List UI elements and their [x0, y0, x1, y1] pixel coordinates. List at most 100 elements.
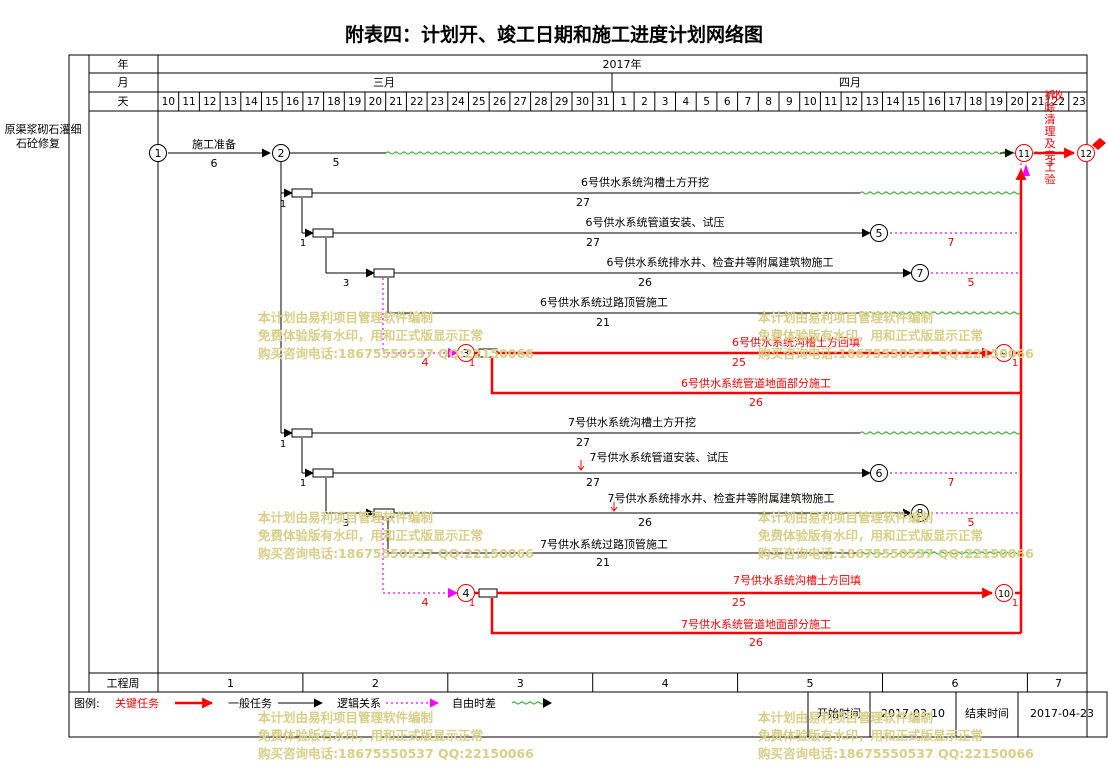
- task-name-7-jacking: 7号供水系统过路顶管施工: [540, 537, 668, 551]
- legend-free-float-wave: [511, 701, 545, 705]
- dep-label: 1: [280, 199, 286, 210]
- day-cell: 12: [203, 96, 216, 108]
- year-value: 2017年: [603, 57, 642, 71]
- day-cell: 14: [886, 96, 900, 108]
- watermark-text: 购买咨询电话:18675550537 QQ:22150066: [758, 746, 1034, 761]
- watermark-text: 免费体验版有水印，用和正式版显示正常: [258, 528, 483, 543]
- svg-text:8: 8: [917, 507, 924, 520]
- day-cell: 31: [596, 96, 609, 108]
- end-flag-icon: [1092, 138, 1106, 150]
- day-cell: 19: [348, 96, 361, 108]
- day-cell: 20: [1010, 96, 1023, 108]
- watermark-text: 本计划由易利项目管理软件编制: [258, 510, 433, 525]
- watermark-text: 购买咨询电话:18675550537 QQ:22150066: [758, 346, 1034, 361]
- day-cell: 23: [1072, 96, 1085, 108]
- critical-tasks: [467, 147, 1076, 635]
- start-value: 2017-03-10: [881, 707, 945, 720]
- dep-label: 3: [343, 518, 349, 529]
- svg-text:11: 11: [1018, 149, 1030, 160]
- duration-final: 3: [1047, 156, 1054, 169]
- day-cell: 18: [327, 96, 340, 108]
- day-cell: 11: [182, 96, 195, 108]
- dep-label: 1: [280, 439, 286, 450]
- slack-wave: [859, 311, 1021, 315]
- svg-text:理: 理: [1045, 125, 1056, 138]
- day-cell: 27: [514, 96, 527, 108]
- svg-text:3: 3: [463, 347, 470, 360]
- week-cell: 7: [1055, 677, 1062, 690]
- svg-text:除: 除: [1045, 100, 1056, 114]
- week-cell: 6: [951, 677, 958, 690]
- day-cell: 28: [534, 96, 547, 108]
- task-name-7-surface: 7号供水系统管道地面部分施工: [681, 617, 831, 631]
- day-cell: 18: [969, 96, 982, 108]
- day-cell: 2: [641, 96, 648, 108]
- year-label: 年: [118, 57, 129, 71]
- duration-6-jacking: 21: [596, 316, 610, 329]
- task-name-6-jacking: 6号供水系统过路顶管施工: [540, 295, 668, 309]
- watermark-text: 本计划由易利项目管理软件编制: [258, 710, 433, 725]
- end-value: 2017-04-23: [1030, 707, 1094, 720]
- node-8: 8: [911, 504, 929, 522]
- month-april: 四月: [839, 76, 861, 89]
- task-name-6-excavate: 6号供水系统沟槽土方开挖: [581, 175, 709, 189]
- day-cell: 14: [244, 96, 258, 108]
- day-cell: 20: [369, 96, 382, 108]
- day-cell: 9: [786, 96, 793, 108]
- slack-wave: [385, 151, 1075, 155]
- duration-7-excavate: 27: [576, 436, 590, 449]
- critical-arrow-6-surface: [490, 358, 1021, 395]
- watermark-text: 购买咨询电话:18675550537 QQ:22150066: [258, 546, 534, 561]
- day-cell: 23: [431, 96, 444, 108]
- slack-wave: [859, 191, 1021, 195]
- day-cell: 26: [493, 96, 507, 108]
- week-cell: 1: [227, 677, 234, 690]
- duration-7-backfill: 25: [732, 596, 746, 609]
- slack-lines: [385, 151, 1075, 555]
- day-cell: 22: [410, 96, 423, 108]
- dep-label: 3: [343, 278, 349, 289]
- dep-label: 1: [1012, 358, 1018, 369]
- day-cell: 7: [745, 96, 752, 108]
- legend-critical: 关键任务: [115, 696, 159, 710]
- duration-prep: 6: [211, 157, 218, 170]
- duration-7-jacking: 21: [596, 556, 610, 569]
- day-cell: 4: [683, 96, 690, 108]
- day-cell: 17: [307, 96, 320, 108]
- week-label: 工程周: [107, 677, 140, 690]
- watermark-text: 购买咨询电话:18675550537 QQ:22150066: [258, 346, 534, 361]
- duration-7-pipe: 27: [586, 476, 600, 489]
- svg-text:拆: 拆: [1045, 88, 1056, 102]
- task-name-6-wells: 6号供水系统排水井、检查井等附属建筑物施工: [607, 255, 834, 269]
- svg-text:验: 验: [1045, 172, 1056, 186]
- dep-label: 1: [469, 598, 475, 609]
- dep-label: 1: [469, 358, 475, 369]
- node-10: 10: [995, 584, 1013, 602]
- float-label: 4: [422, 596, 429, 609]
- watermark-text: 免费体验版有水印，用和正式版显示正常: [758, 528, 983, 543]
- watermark-text: 免费体验版有水印，用和正式版显示正常: [758, 328, 983, 343]
- task-name-7-excavate: 7号供水系统沟槽土方开挖: [568, 415, 696, 429]
- svg-text:工: 工: [1045, 161, 1056, 174]
- node-2: 2: [272, 144, 290, 162]
- float-label: 7: [948, 236, 955, 249]
- node-5: 5: [870, 224, 888, 242]
- slack-wave: [859, 431, 1021, 435]
- svg-text:收: 收: [1053, 88, 1064, 102]
- task-name-7-backfill: 7号供水系统沟槽土方回填: [733, 573, 861, 587]
- watermark-text: 本计划由易利项目管理软件编制: [758, 510, 933, 525]
- date-box: 开始时间 2017-03-10 结束时间 2017-04-23: [807, 692, 1094, 737]
- legend: 图例: 关键任务 一般任务 逻辑关系 自由时差: [74, 696, 552, 710]
- svg-text:清: 清: [1045, 113, 1056, 126]
- duration-6-pipe: 27: [586, 236, 600, 249]
- day-cell: 25: [472, 96, 485, 108]
- svg-text:12: 12: [1080, 149, 1092, 160]
- node-3: 3: [457, 344, 475, 362]
- day-cell: 21: [389, 96, 402, 108]
- task-name-6-backfill: 6号供水系统沟槽土方回填: [732, 335, 860, 349]
- node-12: 12: [1077, 144, 1095, 162]
- watermark-text: 免费体验版有水印，用和正式版显示正常: [258, 728, 483, 743]
